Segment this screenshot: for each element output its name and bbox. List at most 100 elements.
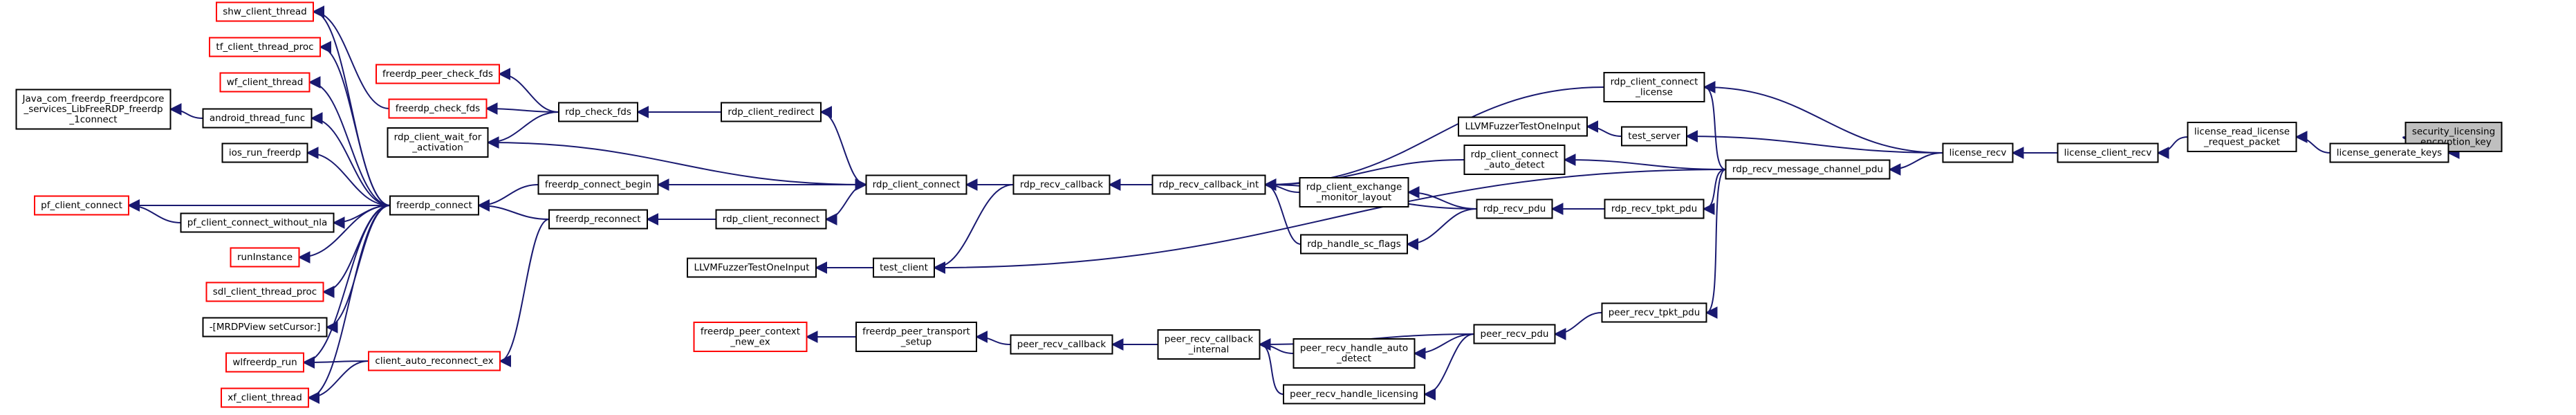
node-label: LLVMFuzzerTestOneInput xyxy=(1465,121,1580,132)
node-box xyxy=(368,351,501,371)
node-freerdp-peer-transport-setup[interactable]: freerdp_peer_transport_setup xyxy=(855,322,977,352)
node-license-recv[interactable]: license_recv xyxy=(1942,142,2014,163)
node-label: android_thread_func xyxy=(210,113,305,124)
node-xf-client-thread[interactable]: xf_client_thread xyxy=(221,387,309,408)
node-box xyxy=(2187,122,2297,152)
node-box xyxy=(548,209,648,230)
edge-peer-recv-pdu-to-peer-recv-tpkt-pdu xyxy=(1553,312,1602,340)
edge-rdp-client-connect-license-to-rdp-recv-message-channel-pdu xyxy=(1703,81,1726,170)
node-rdp-client-connect-auto-detect[interactable]: rdp_client_connect_auto_detect xyxy=(1463,145,1566,175)
node-box xyxy=(537,174,659,195)
node-peer-recv-callback[interactable]: peer_recv_callback xyxy=(1010,334,1113,355)
node-wf-client-thread[interactable]: wf_client_thread xyxy=(219,72,311,93)
node-llvm-fuzzer-2[interactable]: LLVMFuzzerTestOneInput xyxy=(687,257,817,278)
edge-rdp-client-connect-auto-detect-to-rdp-recv-message-channel-pdu xyxy=(1563,154,1726,170)
node-tf-client-thread-proc[interactable]: tf_client_thread_proc xyxy=(209,37,321,57)
edge-rdp-client-connect-to-rdp-client-wait-for-activation xyxy=(488,142,868,191)
node-java-com-freerdp[interactable]: Java_com_freerdp_freerdpcore_services_Li… xyxy=(15,89,172,130)
node-license-read-license-request-packet[interactable]: license_read_license_request_packet xyxy=(2187,122,2297,152)
node-label: license_recv xyxy=(1949,147,2007,158)
node-box xyxy=(1458,116,1588,137)
node-label: _setup xyxy=(900,337,932,348)
edge-freerdp-check-fds-to-rdp-check-fds xyxy=(485,102,559,116)
edge-rdp-recv-tpkt-pdu-to-rdp-recv-message-channel-pdu xyxy=(1702,169,1726,215)
node-box xyxy=(15,89,172,130)
node-rdp-check-fds[interactable]: rdp_check_fds xyxy=(558,102,638,122)
edge-peer-recv-handle-auto-detect-to-peer-recv-pdu xyxy=(1413,333,1474,360)
node-label: -[MRDPView setCursor:] xyxy=(210,322,321,333)
edge-peer-recv-callback-internal-to-peer-recv-handle-licensing xyxy=(1258,338,1284,395)
node-pf-client-connect[interactable]: pf_client_connect xyxy=(34,195,129,216)
node-rdp-recv-message-channel-pdu[interactable]: rdp_recv_message_channel_pdu xyxy=(1725,159,1891,180)
node-sdl-client-thread-proc[interactable]: sdl_client_thread_proc xyxy=(205,282,324,302)
node-rdp-client-reconnect[interactable]: rdp_client_reconnect xyxy=(715,209,827,230)
node-rdp-client-connect-license[interactable]: rdp_client_connect_license xyxy=(1603,72,1705,102)
node-freerdp-connect[interactable]: freerdp_connect xyxy=(389,195,479,216)
node-peer-recv-pdu[interactable]: peer_recv_pdu xyxy=(1473,324,1556,344)
edge-license-client-recv-to-license-read-license-request-packet xyxy=(2156,136,2188,159)
node-label: rdp_recv_callback_int xyxy=(1159,179,1259,190)
node-ios-run-freerdp[interactable]: ios_run_freerdp xyxy=(221,142,308,163)
node-box xyxy=(558,102,638,122)
edge-rdp-client-wait-for-activation-to-rdp-check-fds xyxy=(486,111,559,149)
node-rdp-recv-callback-int[interactable]: rdp_recv_callback_int xyxy=(1151,174,1266,195)
node-box xyxy=(1725,159,1891,180)
edge-android-thread-func-to-freerdp-connect xyxy=(310,112,391,206)
node-label: wf_client_thread xyxy=(227,77,304,88)
node-rdp-client-exchange-monitor-layout[interactable]: rdp_client_exchange_monitor_layout xyxy=(1299,177,1409,208)
node-label: pf_client_connect_without_nla xyxy=(187,217,328,228)
node-runInstance[interactable]: runInstance xyxy=(230,247,300,268)
node-shw-client-thread[interactable]: shw_client_thread xyxy=(216,1,314,22)
node-box xyxy=(1010,334,1113,355)
node-peer-recv-handle-licensing[interactable]: peer_recv_handle_licensing xyxy=(1283,384,1425,405)
edge-rdp-handle-sc-flags-to-rdp-recv-pdu xyxy=(1406,208,1477,250)
node-android-thread-func[interactable]: android_thread_func xyxy=(202,108,313,129)
node-label: test_client xyxy=(880,262,928,273)
node-label: rdp_client_connect xyxy=(1471,149,1559,160)
node-rdp-handle-sc-flags[interactable]: rdp_handle_sc_flags xyxy=(1300,234,1408,255)
node-test-server[interactable]: test_server xyxy=(1621,126,1687,147)
node-label: test_server xyxy=(1628,131,1680,142)
edge-rdp-client-redirect-to-rdp-client-connect xyxy=(819,106,867,185)
edge-xf-client-thread-to-freerdp-connect xyxy=(307,205,391,404)
node-llvm-fuzzer-1[interactable]: LLVMFuzzerTestOneInput xyxy=(1458,116,1588,137)
node-box xyxy=(2329,142,2449,163)
edge-pf-client-connect-to-pf-client-connect-without-nla xyxy=(127,199,181,223)
edge-rdp-recv-message-channel-pdu-to-license-recv xyxy=(1888,152,1943,176)
edge-client-auto-reconnect-ex-to-freerdp-reconnect xyxy=(499,219,550,367)
node-box xyxy=(225,352,304,373)
node-license-client-recv[interactable]: license_client_recv xyxy=(2057,142,2159,163)
node-wlfreerdp-run[interactable]: wlfreerdp_run xyxy=(225,352,304,373)
edge-java-com-freerdp-to-android-thread-func xyxy=(169,103,203,119)
node-peer-recv-tpkt-pdu[interactable]: peer_recv_tpkt_pdu xyxy=(1601,302,1707,323)
node-label: rdp_client_redirect xyxy=(728,107,814,118)
node-pf-client-connect-without-nla[interactable]: pf_client_connect_without_nla xyxy=(180,212,335,233)
node-license-generate-keys[interactable]: license_generate_keys xyxy=(2329,142,2449,163)
node-freerdp-check-fds[interactable]: freerdp_check_fds xyxy=(388,98,488,119)
node-freerdp-peer-context-new-ex[interactable]: freerdp_peer_context_new_ex xyxy=(693,322,808,352)
node-rdp-recv-tpkt-pdu[interactable]: rdp_recv_tpkt_pdu xyxy=(1604,199,1705,219)
node-client-auto-reconnect-ex[interactable]: client_auto_reconnect_ex xyxy=(368,351,501,371)
node-label: rdp_client_reconnect xyxy=(723,214,819,225)
node-label: _auto_detect xyxy=(1483,160,1544,171)
edge-peer-recv-handle-licensing-to-peer-recv-pdu xyxy=(1423,333,1474,400)
node-peer-recv-callback-internal[interactable]: peer_recv_callback_internal xyxy=(1157,329,1261,360)
node-mrdpview-setcursor[interactable]: -[MRDPView setCursor:] xyxy=(202,317,328,338)
node-rdp-client-connect[interactable]: rdp_client_connect xyxy=(865,174,967,195)
node-label: _internal xyxy=(1188,344,1230,356)
node-freerdp-connect-begin[interactable]: freerdp_connect_begin xyxy=(537,174,659,195)
node-peer-recv-handle-auto-detect[interactable]: peer_recv_handle_auto_detect xyxy=(1292,338,1416,369)
node-test-client[interactable]: test_client xyxy=(873,257,935,278)
node-rdp-recv-callback[interactable]: rdp_recv_callback xyxy=(1012,174,1111,195)
node-rdp-client-redirect[interactable]: rdp_client_redirect xyxy=(721,102,822,122)
node-freerdp-peer-check-fds[interactable]: freerdp_peer_check_fds xyxy=(376,64,500,84)
node-rdp-client-wait-for-activation[interactable]: rdp_client_wait_for_activation xyxy=(387,127,489,158)
node-rdp-recv-pdu[interactable]: rdp_recv_pdu xyxy=(1476,199,1553,219)
node-box xyxy=(1300,234,1408,255)
edge-freerdp-peer-check-fds-to-rdp-check-fds xyxy=(498,68,559,113)
node-freerdp-reconnect[interactable]: freerdp_reconnect xyxy=(548,209,648,230)
edge-xf-client-thread-to-client-auto-reconnect-ex xyxy=(307,360,369,404)
edge-rdp-client-reconnect-to-rdp-client-connect xyxy=(824,184,867,225)
node-box xyxy=(1283,384,1425,405)
